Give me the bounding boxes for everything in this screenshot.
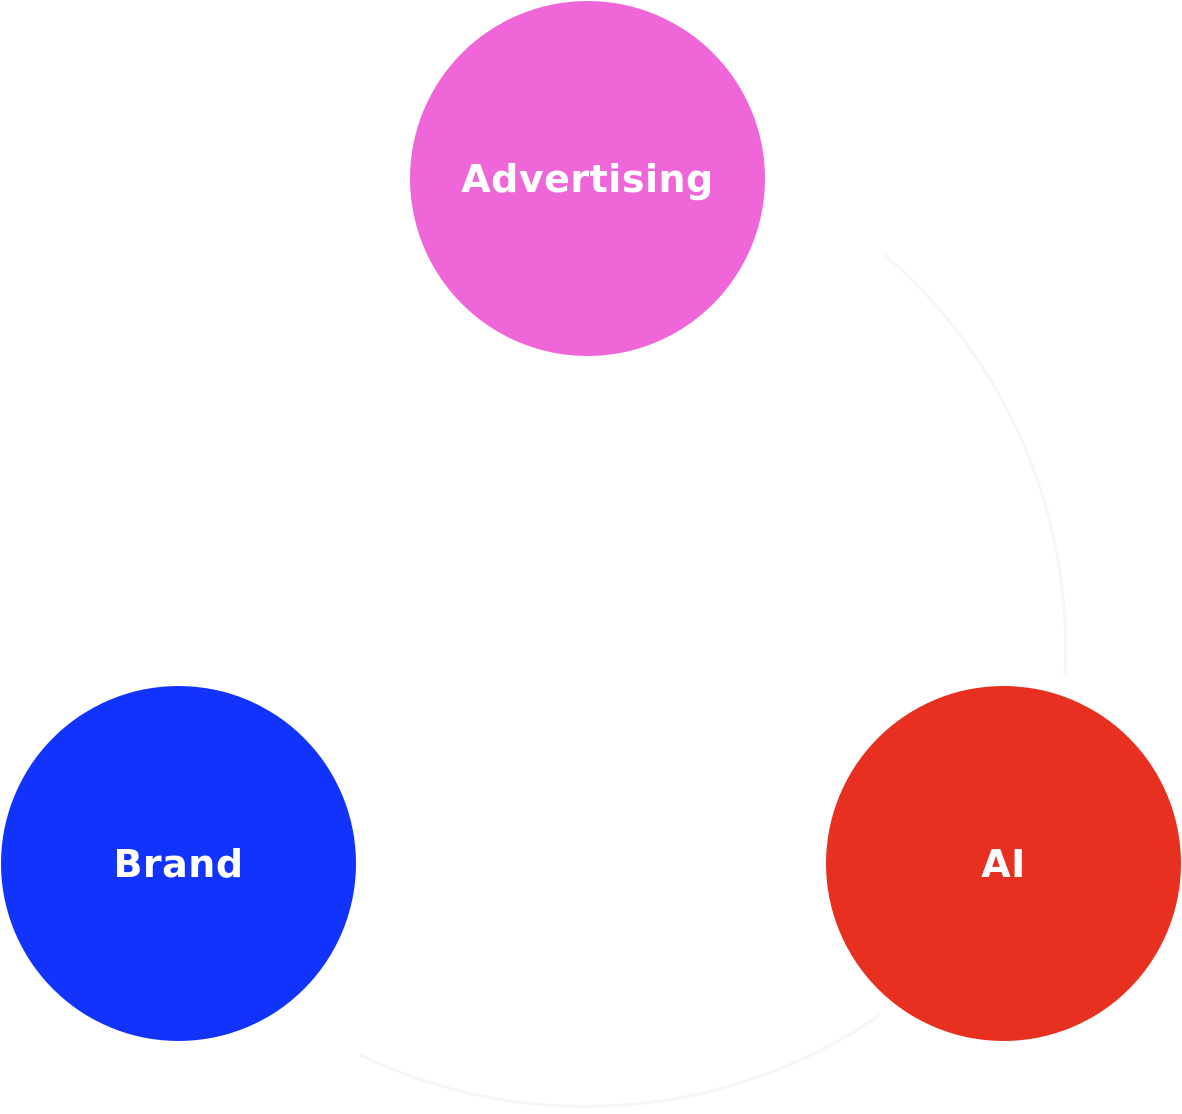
arc-ai-to-brand: [359, 1013, 881, 1108]
node-advertising: Advertising: [410, 1, 765, 356]
node-advertising-label: Advertising: [461, 156, 714, 201]
node-ai-label: AI: [981, 841, 1026, 886]
node-ai: AI: [826, 686, 1181, 1041]
arc-advertising-to-ai: [884, 253, 1068, 676]
node-brand-label: Brand: [113, 841, 244, 886]
node-brand: Brand: [1, 686, 356, 1041]
